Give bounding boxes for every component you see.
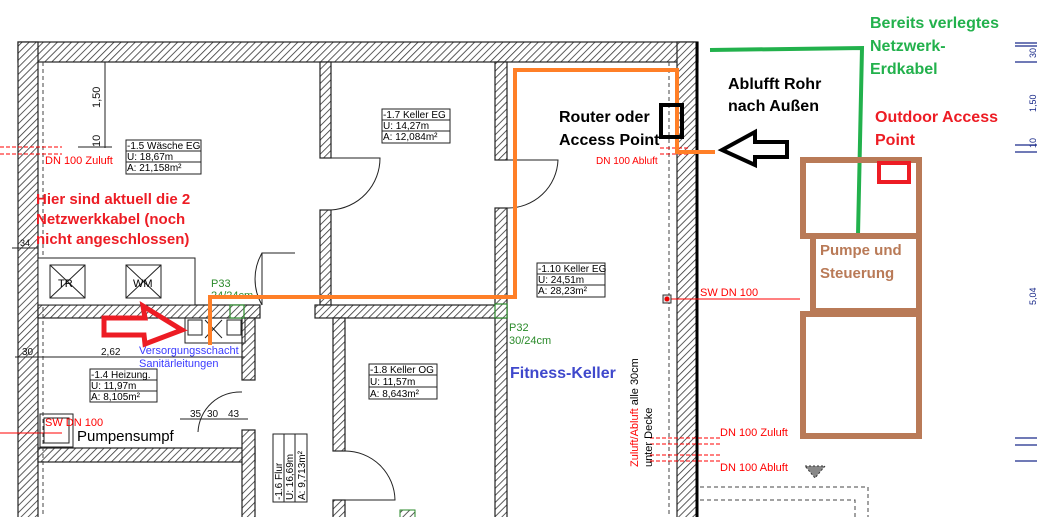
dim-label: 5,04 (1028, 287, 1037, 305)
room-name: -1.10 Keller EG (538, 264, 607, 275)
room-perimeter: U: 11,97m (91, 381, 136, 392)
router-label: Access Point (559, 132, 660, 149)
pillar-p33 (229, 304, 245, 319)
wall (494, 61, 508, 161)
room-name: -1.6 Flur (274, 462, 285, 500)
room-perimeter: U: 11,57m (370, 377, 415, 388)
cable-note: Hier sind aktuell die 2 (36, 191, 190, 208)
wall (314, 304, 508, 319)
wall (494, 207, 508, 517)
dim-label: 34 (20, 238, 30, 248)
svg-text:Zuluft/Abluft alle 30cm: Zuluft/Abluft alle 30cm (629, 358, 641, 467)
pipe-label: DN 100 Zuluft (720, 427, 788, 439)
room-label-keller-og: -1.8 Keller OG U: 11,57m A: 8,643m² (368, 363, 438, 400)
fitness-label: Fitness-Keller (510, 365, 616, 382)
exhaust-label: nach Außen (728, 98, 819, 115)
wall (37, 447, 256, 463)
shaft-label: Sanitärleitungen (139, 358, 219, 370)
pillar-p32 (494, 303, 508, 319)
dim-label: 30 (22, 347, 34, 358)
wall (319, 209, 332, 306)
planned-network-cable (208, 68, 715, 345)
dim-label: 30 (207, 409, 219, 420)
pump-housing (800, 157, 922, 439)
room-label-keller-eg-17: -1.7 Keller EG U: 14,27m A: 12,084m² (381, 108, 451, 144)
wall-left (17, 41, 39, 517)
room-area: A: 8,105m² (91, 392, 141, 403)
room-area: A: 21,158m² (127, 163, 182, 174)
washer-label: WM (133, 278, 153, 290)
outdoor-ap-label: Outdoor Access (875, 109, 998, 126)
pipe-label: DN 100 Abluft (720, 462, 788, 474)
pillar (399, 509, 416, 517)
room-name: -1.7 Keller EG (383, 110, 446, 121)
vent-note: unter Decke (643, 408, 655, 467)
room-name: -1.5 Wäsche EG (127, 141, 201, 152)
room-area: A: 28,23m² (538, 286, 588, 297)
dim-label: 2,62 (101, 347, 121, 358)
pipe-label: SW DN 100 (700, 287, 758, 299)
arrow-left-icon (717, 128, 789, 169)
pipe-label: DN 100 Zuluft (45, 155, 113, 167)
room-label-heizung: -1.4 Heizung. U: 11,97m A: 8,105m² (89, 368, 158, 403)
existing-cable-label: Netzwerk- (870, 38, 946, 55)
room-area: A: 9,713m² (297, 450, 308, 500)
dim-label: 1,50 (91, 87, 103, 108)
pillar-label: P32 (509, 322, 529, 334)
room-name: -1.4 Heizung. (91, 370, 150, 381)
room-name: -1.8 Keller OG (370, 365, 434, 376)
cable-note: nicht angeschlossen) (36, 231, 189, 248)
wall (319, 61, 332, 159)
dim-label: 30 (1028, 48, 1037, 58)
room-area: A: 8,643m² (370, 389, 420, 400)
cable-note: Netzwerkkabel (noch (36, 211, 185, 228)
wall (241, 317, 256, 381)
outdoor-ap-marker (877, 161, 911, 184)
existing-cable-label: Bereits verlegtes (870, 15, 999, 32)
room-perimeter: U: 14,27m (383, 121, 429, 132)
router-label: Router oder (559, 109, 650, 126)
wall (241, 429, 256, 517)
room-perimeter: U: 24,51m (538, 275, 584, 286)
room-area: A: 12,084m² (383, 132, 438, 143)
room-label-flur: -1.6 Flur U: 16,69m A: 9,713m² (272, 433, 308, 503)
wall (332, 317, 346, 452)
doors (197, 157, 559, 501)
room-perimeter: U: 16,69m (285, 454, 296, 500)
pipe-label: DN 100 Abluft (596, 156, 658, 167)
wall-top (17, 41, 699, 63)
shaft-label: Versorgungsschacht (139, 345, 239, 357)
dim-label: 10 (91, 135, 103, 147)
vent-note: Zuluft/Abluft (629, 408, 641, 467)
pillar-label: 30/24cm (509, 335, 551, 347)
existing-network-cable (709, 45, 865, 236)
vent-note: alle 30cm (629, 358, 641, 408)
dim-label: 43 (228, 409, 240, 420)
arrow-right-icon (101, 300, 188, 348)
dim-label: 10 (1028, 138, 1037, 148)
fixtures (37, 257, 246, 448)
pump-label: Steuerung (820, 265, 894, 282)
pillar-label: P33 (211, 278, 231, 290)
dim-label: 35 (190, 409, 202, 420)
existing-cable-label: Erdkabel (870, 61, 938, 78)
pipe-label: SW DN 100 (45, 417, 103, 429)
pumpensumpf-label: Pumpensumpf (77, 428, 175, 445)
pump-label: Pumpe und (820, 242, 902, 259)
outdoor-ap-label: Point (875, 132, 916, 149)
exhaust-label: Ablufft Rohr (728, 76, 821, 93)
room-label-waesche: -1.5 Wäsche EG U: 18,67m A: 21,158m² (125, 139, 202, 175)
wall (332, 499, 346, 517)
room-perimeter: U: 18,67m (127, 152, 173, 163)
dryer-label: TR (58, 278, 73, 290)
dim-label: 1,50 (1028, 94, 1037, 112)
room-label-keller-eg-110: -1.10 Keller EG U: 24,51m A: 28,23m² (536, 262, 607, 298)
router-marker (659, 103, 684, 139)
